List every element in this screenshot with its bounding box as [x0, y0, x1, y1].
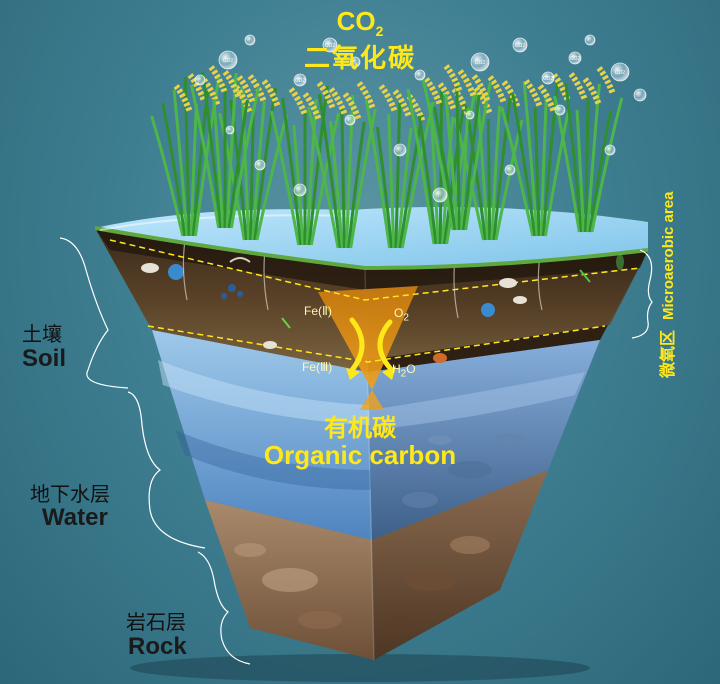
bubble-co2-label: CO2 [223, 58, 234, 64]
rock-brace [197, 551, 251, 665]
bubble-co2-label: CO2 [295, 78, 306, 84]
bubble [512, 37, 528, 53]
bubble [293, 183, 307, 197]
ground-shadow [130, 654, 590, 682]
layer-braces [59, 237, 653, 665]
bubble [414, 69, 426, 81]
water-label-cn: 地下水层 [30, 484, 110, 506]
rock-label-en: Rock [128, 633, 187, 660]
bubble [504, 164, 516, 176]
bubble-co2-label: CO2 [515, 43, 526, 49]
bubble-co2-label: CO2 [325, 43, 336, 49]
soil-brace [59, 237, 129, 389]
rice-clump [306, 81, 377, 249]
rice-clump [500, 73, 571, 237]
bubble [194, 74, 206, 86]
rock-layer [205, 470, 548, 660]
microaerobic-zone [318, 286, 418, 410]
bubble [633, 88, 647, 102]
bubble-co2-label: CO2 [475, 60, 486, 66]
bubble [393, 143, 407, 157]
rice-clump [553, 66, 624, 233]
soil-organisms [141, 246, 632, 363]
bubble [568, 51, 582, 65]
bubble [244, 34, 256, 46]
soil-layer [95, 228, 648, 372]
bubble [349, 56, 361, 68]
co2-name-cn: 二氧化碳 [303, 43, 416, 73]
rice-clump [421, 64, 492, 231]
bubble [322, 37, 338, 53]
o2-label: O2 [394, 306, 409, 324]
redox-arrows [346, 317, 396, 380]
bubble [225, 125, 235, 135]
micro-brace [631, 249, 653, 339]
soil-label-en: Soil [22, 345, 67, 372]
water-brace [127, 391, 206, 549]
fe2-label: Fe(Ⅱ) [304, 304, 332, 318]
bubble [604, 144, 616, 156]
water-label-en: Water [42, 504, 108, 531]
soil-label-cn: 土壤 [22, 324, 62, 346]
rice-clump [150, 73, 221, 237]
bubble [432, 187, 448, 203]
bubble [610, 62, 630, 82]
fe3-label: Fe(Ⅲ) [302, 360, 333, 374]
micro-zone-boundary [109, 239, 641, 363]
microaerobic-label: 微氧区 Microaerobic area [654, 192, 678, 378]
bubble [344, 114, 356, 126]
organic-carbon-en: Organic carbon [263, 440, 457, 470]
bubble [465, 110, 475, 120]
bubble [554, 104, 566, 116]
bubble-co2-label: CO2 [615, 70, 626, 76]
bubble [254, 159, 266, 171]
h2o-label: H2O [392, 362, 416, 380]
co2-formula: CO2 [336, 6, 384, 40]
bubble [541, 71, 555, 85]
rice-clump [189, 65, 261, 229]
bubble [293, 73, 307, 87]
microaerobic-label-cn: 微氧区 [660, 329, 677, 378]
organic-carbon-cn: 有机碳 [324, 415, 396, 442]
bubble [218, 50, 238, 70]
rock-label-cn: 岩石层 [126, 612, 186, 634]
bubble-co2-label: CO2 [543, 76, 554, 82]
bubble [470, 52, 490, 72]
bubble [584, 34, 596, 46]
water-layer [152, 330, 600, 540]
bubble-co2-label: CO2 [570, 56, 581, 62]
microaerobic-label-en: Microaerobic area [660, 191, 677, 320]
